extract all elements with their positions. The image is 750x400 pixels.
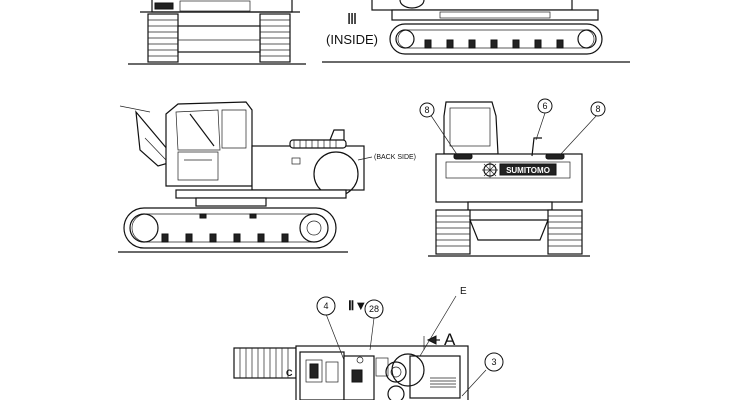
left-track-tread xyxy=(148,19,178,57)
svg-text:3: 3 xyxy=(491,357,496,367)
svg-text:6: 6 xyxy=(542,101,547,111)
inside-side-view-top xyxy=(322,0,630,63)
callout-rear-left: 8 xyxy=(419,102,435,118)
roman-small-label: Ⅱ▼ xyxy=(348,298,367,313)
front-view-top xyxy=(128,0,306,65)
svg-text:4: 4 xyxy=(323,301,328,311)
section-roman-label: Ⅲ xyxy=(347,11,357,28)
side-view-excavator xyxy=(118,101,373,253)
svg-text:8: 8 xyxy=(595,104,600,114)
callout-rear-mid: 6 xyxy=(537,98,553,114)
rear-view-excavator: SUMITOMO xyxy=(428,101,598,257)
boom-hatching xyxy=(239,348,289,378)
letter-c-label: C xyxy=(286,368,293,378)
back-side-label: (BACK SIDE) xyxy=(374,154,416,161)
inside-label: (INSIDE) xyxy=(326,32,378,47)
callout-top-3: 3 xyxy=(484,352,504,372)
callout-top-2: 28 xyxy=(364,299,384,319)
inside-rollers xyxy=(424,39,564,49)
radiator-grille xyxy=(430,377,456,388)
view-e-label: E xyxy=(460,286,467,297)
callout-top-1: 4 xyxy=(316,296,336,316)
view-a-label: A xyxy=(444,330,456,349)
svg-text:8: 8 xyxy=(424,105,429,115)
rear-tread xyxy=(436,215,582,247)
right-track-tread xyxy=(260,19,290,57)
view-e-highlight xyxy=(391,353,425,387)
brand-plate: SUMITOMO xyxy=(482,162,557,178)
svg-text:28: 28 xyxy=(369,304,379,314)
callout-rear-right: 8 xyxy=(590,101,606,117)
plan-view-excavator xyxy=(233,295,487,400)
view-a-arrow xyxy=(423,335,440,350)
side-rollers xyxy=(161,213,289,243)
brand-text: SUMITOMO xyxy=(506,166,550,175)
